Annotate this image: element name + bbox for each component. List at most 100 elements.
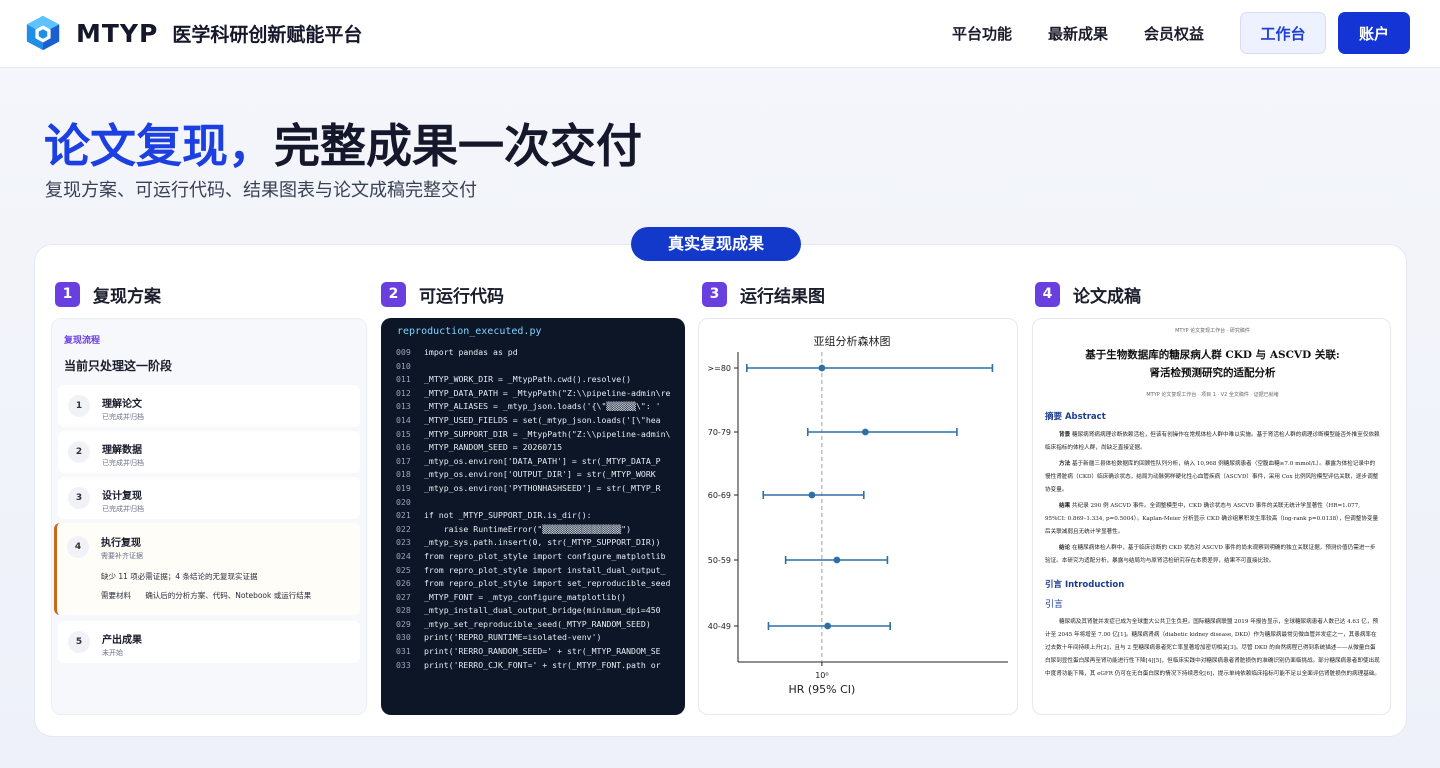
code-text: _MTYP_DATA_PATH = _MtypPath("Z:\\pipelin… [424,387,671,398]
column-header-plan: 1 复现方案 [55,282,161,307]
column-title: 复现方案 [93,287,161,307]
column-number: 3 [702,282,727,307]
abstract-label: 背景 [1059,432,1071,438]
step-status: 未开始 [102,649,123,657]
column-header-chart: 3 运行结果图 [702,282,825,307]
code-text: print('REPRO_RUNTIME=isolated-venv') [424,632,602,643]
line-number: 015 [396,428,411,439]
line-number: 021 [396,510,411,521]
code-line: 019_mtyp_os.environ['PYTHONHASHSEED'] = … [396,482,684,496]
abstract-conclusion: 结论 在糖尿病体检人群中，基于临床诊断的 CKD 状态对 ASCVD 事件的尚未… [1045,542,1380,568]
step-name: 理解论文 [102,399,142,410]
abstract-text: 共纪录 290 例 ASCVD 事件。全调整模型中，CKD 确诊状态与 ASCV… [1045,503,1379,535]
line-number: 024 [396,550,411,561]
point-estimate [824,622,832,630]
line-number: 009 [396,347,411,357]
abstract-label: 结论 [1059,545,1071,551]
point-estimate [808,491,816,499]
step-item[interactable]: 3 设计复现 已完成并归档 [58,477,360,519]
workspace-button[interactable]: 工作台 [1240,12,1326,54]
x-axis-label: HR (95% CI) [788,683,855,696]
code-text: if not _MTYP_SUPPORT_DIR.is_dir(): [424,510,592,521]
code-text: _MTYP_SUPPORT_DIR = _MtypPath("Z:\\pipel… [424,428,671,439]
step-status: 需要补齐证据 [101,552,143,560]
line-number: 011 [396,374,411,385]
column-header-paper: 4 论文成稿 [1035,282,1141,307]
point-estimate [861,428,869,436]
code-line: 011_MTYP_WORK_DIR = _MtypPath.cwd().reso… [396,373,684,387]
plan-kicker: 复现流程 [64,336,101,346]
line-number: 026 [396,578,411,589]
line-number: 017 [396,455,411,466]
column-title: 运行结果图 [740,287,825,307]
step-status: 已完成并归档 [102,413,144,421]
abstract-background: 背景 糖尿病肾病病理诊断依赖活检，但该有创操作在常规体检人群中难以实施。基于肾活… [1045,429,1380,455]
code-line: 010 [396,360,684,374]
code-line: 012_MTYP_DATA_PATH = _MtypPath("Z:\\pipe… [396,387,684,401]
line-number: 025 [396,564,411,575]
line-number: 014 [396,414,411,425]
abstract-heading: 摘要 Abstract [1045,412,1106,422]
brand-name: MTYP [76,18,159,48]
code-text: from repro_plot_style import configure_m… [424,550,666,561]
code-text: raise RuntimeError("▒▒▒▒▒▒▒▒▒▒▒▒▒▒▒▒") [424,523,632,534]
paper-title: 基于生物数据库的糖尿病人群 CKD 与 ASCVD 关联: 肾活检预测研究的适配… [1045,346,1380,382]
account-button[interactable]: 账户 [1338,12,1410,54]
step-number: 3 [68,487,90,509]
column-header-code: 2 可运行代码 [381,282,504,307]
plan-heading: 当前只处理这一阶段 [64,359,173,373]
abstract-label: 方法 [1059,461,1071,467]
line-number: 013 [396,401,411,412]
code-text: _mtyp_os.environ['PYTHONHASHSEED'] = str… [424,482,661,493]
code-line: 027_MTYP_FONT = _mtyp_configure_matplotl… [396,591,684,605]
code-text: _mtyp_install_dual_output_bridge(minimum… [424,605,661,616]
line-number: 033 [396,659,411,670]
plan-card: 复现流程 当前只处理这一阶段 1 理解论文 已完成并归档 2 理解数据 已完成并… [51,318,367,715]
step-item[interactable]: 1 理解论文 已完成并归档 [58,385,360,427]
code-line: 013_MTYP_ALIASES = _mtyp_json.loads('{\"… [396,400,684,414]
code-line: 018_mtyp_os.environ['OUTPUT_DIR'] = str(… [396,468,684,482]
nav-member-benefits[interactable]: 会员权益 [1143,24,1204,43]
code-line: 023 _mtyp_sys.path.insert(0, str(_MTYP_SU… [396,536,684,550]
code-text: _MTYP_RANDOM_SEED = 20260715 [424,442,563,453]
abstract-methods: 方法 基于新疆三县体检数据库的回顾性队列分析，纳入 10,968 例糖尿病患者（… [1045,458,1380,497]
step-status: 已完成并归档 [102,505,144,513]
code-line: 024 from repro_plot_style import configur… [396,550,684,564]
code-text: _mtyp_os.environ['OUTPUT_DIR'] = str(_MT… [424,469,656,480]
cube-logo-icon [26,15,60,51]
code-text: from repro_plot_style import set_reprodu… [424,578,671,589]
x-tick-label: 10⁰ [815,671,828,680]
step-number: 2 [68,441,90,463]
step-name: 设计复现 [102,491,142,502]
brand[interactable]: MTYP 医学科研创新赋能平台 [24,14,362,52]
line-number: 029 [396,618,411,629]
point-estimate [818,364,826,372]
code-text: _MTYP_USED_FIELDS = set(_mtyp_json.loads… [424,414,661,425]
code-line: 022 raise RuntimeError("▒▒▒▒▒▒▒▒▒▒▒▒▒▒▒▒… [396,523,684,537]
code-text: import pandas as pd [424,347,518,357]
line-number: 020 [396,496,411,507]
line-number: 027 [396,591,411,602]
step-number: 5 [68,631,90,653]
nav-platform-features[interactable]: 平台功能 [951,24,1012,43]
step-item[interactable]: 5 产出成果 未开始 [58,621,360,663]
line-number: 022 [396,523,411,534]
code-line: 029 _mtyp_set_reproducible_seed(_MTYP_RAN… [396,618,684,632]
y-tick-label: 50-59 [708,556,731,565]
line-number: 023 [396,537,411,548]
code-text: _mtyp_sys.path.insert(0, str(_MTYP_SUPPO… [424,537,661,548]
y-tick-label: 60-69 [708,491,731,500]
step-item[interactable]: 2 理解数据 已完成并归档 [58,431,360,473]
code-line: 015 _MTYP_SUPPORT_DIR = _MtypPath("Z:\\pi… [396,428,684,442]
code-line: 016_MTYP_RANDOM_SEED = 20260715 [396,441,684,455]
code-line: 014 _MTYP_USED_FIELDS = set(_mtyp_json.lo… [396,414,684,428]
step-item-active[interactable]: 4 执行复现 需要补齐证据 缺少 11 项必需证据；4 条结论的无复现实证据 需… [54,523,360,615]
column-title: 论文成稿 [1073,287,1141,307]
nav-latest-results[interactable]: 最新成果 [1047,24,1108,43]
code-text: _mtyp_set_reproducible_seed(_MTYP_RANDOM… [424,618,651,629]
step-number: 1 [68,395,90,417]
